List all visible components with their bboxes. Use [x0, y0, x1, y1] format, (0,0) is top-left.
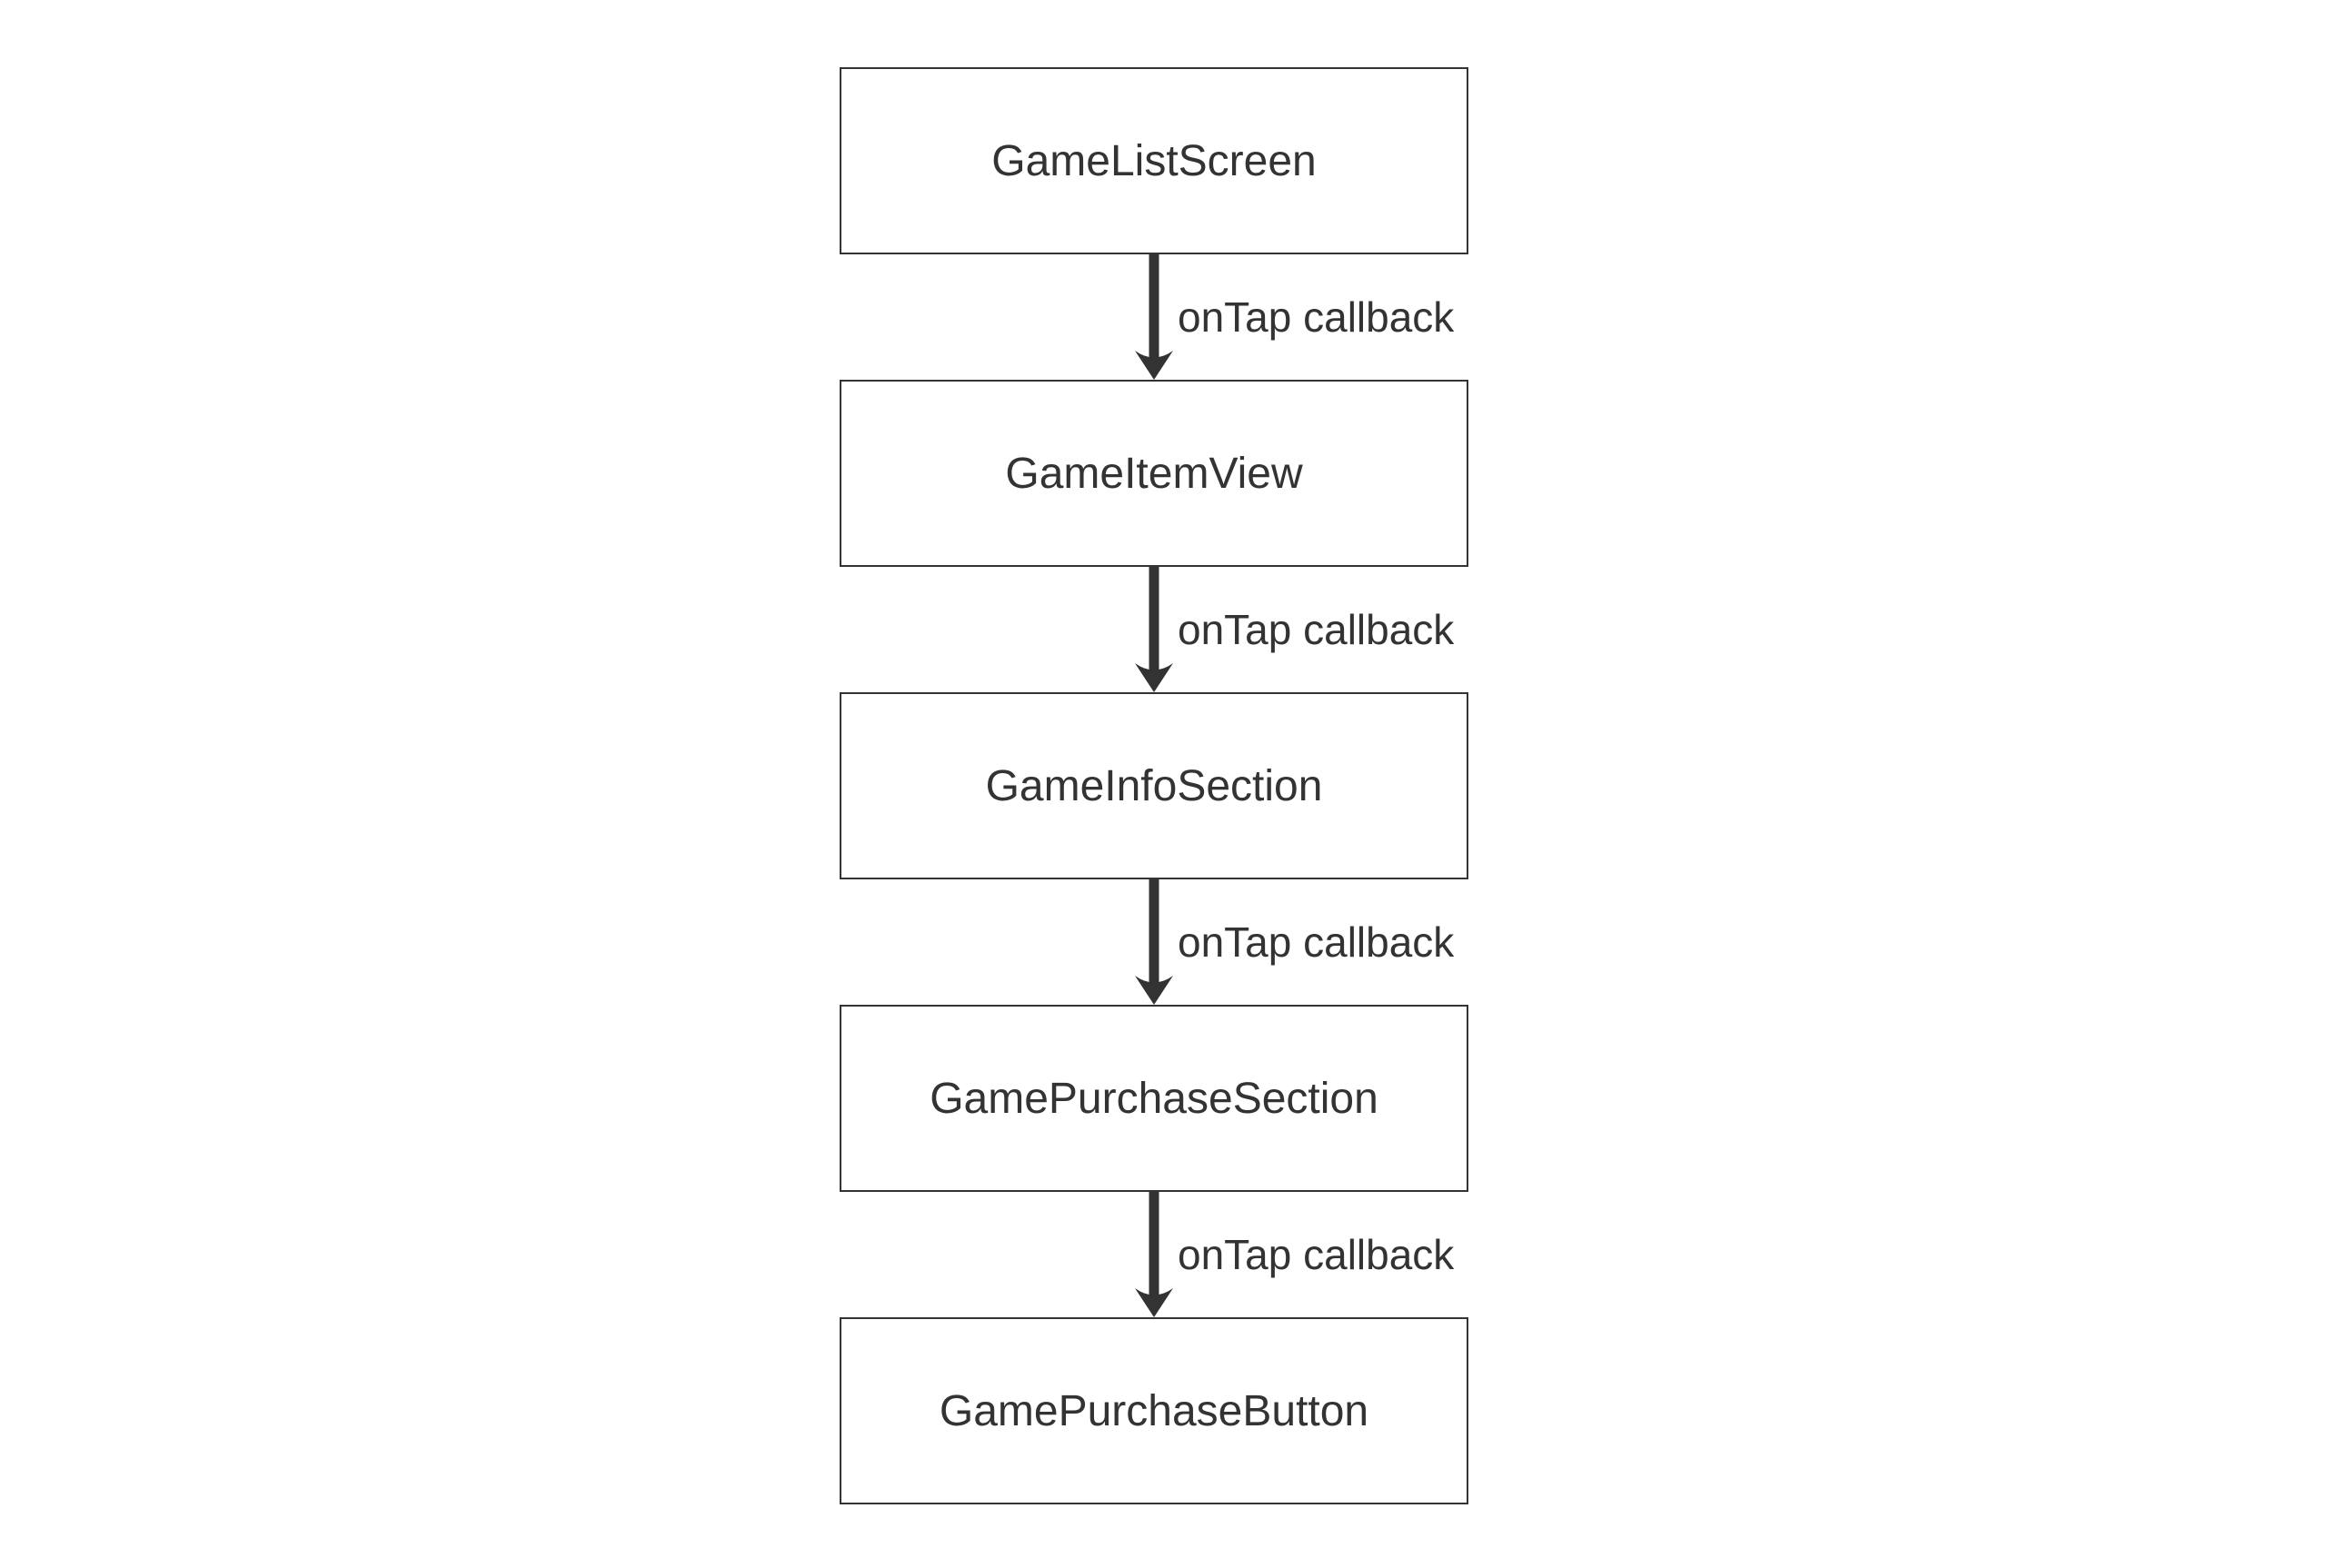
node-label: GameListScreen: [991, 136, 1317, 185]
node-label: GamePurchaseSection: [930, 1074, 1378, 1123]
edge-list-to-item: onTap callback: [840, 254, 1468, 380]
node-label: GameItemView: [1005, 449, 1303, 498]
edge-label: onTap callback: [1178, 293, 1455, 341]
edge-purchase-section-to-button: onTap callback: [840, 1192, 1468, 1317]
arrow-down-icon: [1135, 254, 1173, 380]
edge-label: onTap callback: [1178, 918, 1455, 966]
edge-item-to-info: onTap callback: [840, 567, 1468, 692]
flowchart: GameListScreen onTap callback GameItemVi…: [840, 67, 1468, 1504]
node-label: GameInfoSection: [985, 761, 1323, 810]
node-game-purchase-button: GamePurchaseButton: [840, 1317, 1468, 1504]
arrow-down-icon: [1135, 879, 1173, 1005]
node-game-item-view: GameItemView: [840, 380, 1468, 567]
edge-label: onTap callback: [1178, 1231, 1455, 1278]
node-label: GamePurchaseButton: [939, 1386, 1369, 1435]
arrow-down-icon: [1135, 1192, 1173, 1317]
node-game-info-section: GameInfoSection: [840, 692, 1468, 879]
node-game-list-screen: GameListScreen: [840, 67, 1468, 254]
edge-label: onTap callback: [1178, 606, 1455, 653]
arrow-down-icon: [1135, 567, 1173, 692]
node-game-purchase-section: GamePurchaseSection: [840, 1005, 1468, 1192]
edge-info-to-purchase-section: onTap callback: [840, 879, 1468, 1005]
